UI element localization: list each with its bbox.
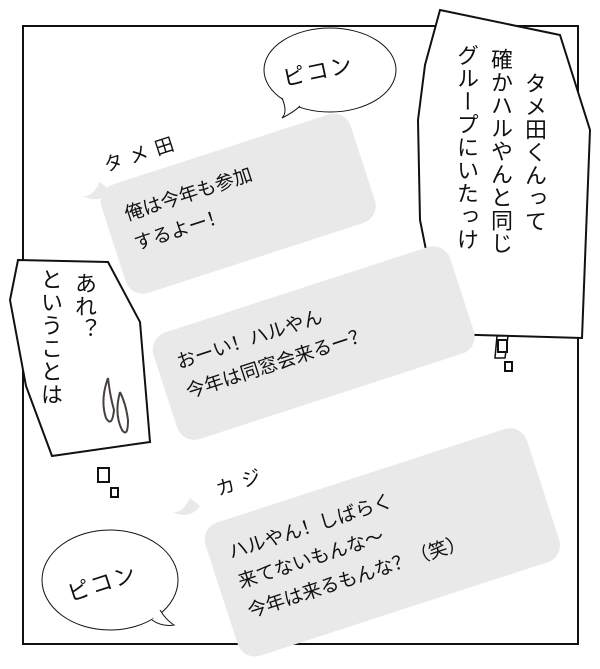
thought-right-line-3: グループにいたっけ [453, 44, 478, 251]
thought-left-text: あれ？ ということは [32, 268, 100, 458]
thought-left-line-1: あれ？ [71, 272, 96, 341]
thought-right-line-1: タメ田くんって [521, 72, 546, 233]
thought-right-line-2: 確かハルやんと同じ [487, 48, 512, 255]
thought-right-text: タメ田くんって 確かハルやんと同じ グループにいたっけ [448, 44, 550, 334]
thought-left-line-2: ということは [37, 268, 62, 406]
sweat-drop-icon [102, 377, 116, 423]
